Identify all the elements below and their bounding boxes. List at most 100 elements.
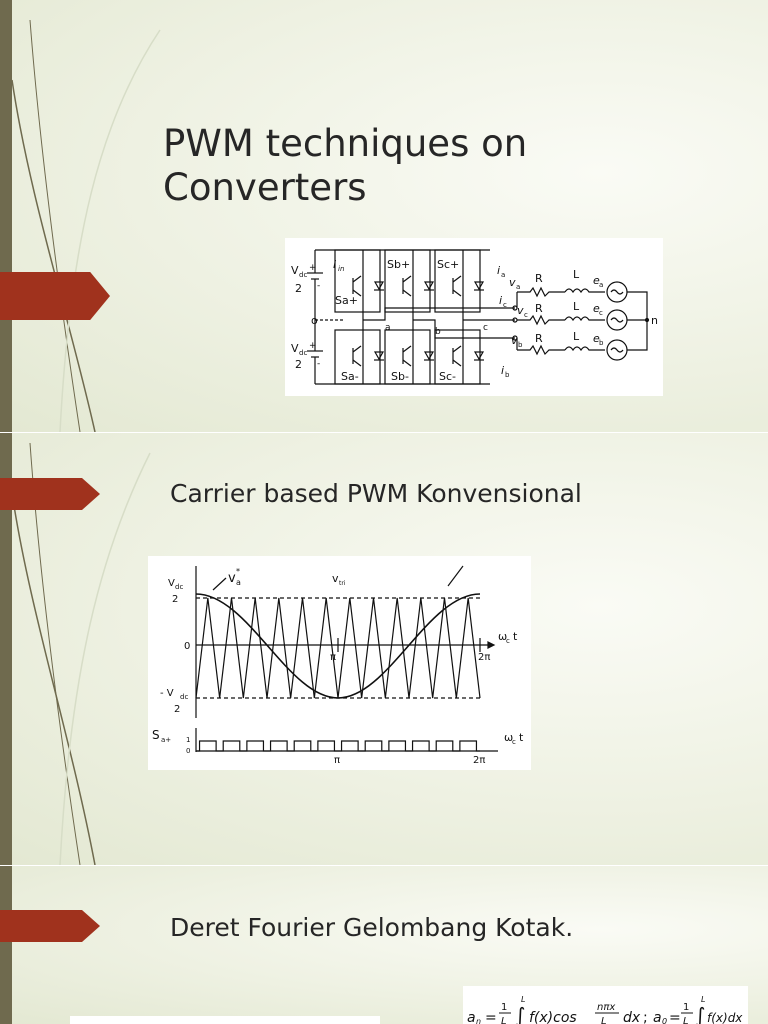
slide-title: Carrier based PWM Konvensional <box>170 479 582 508</box>
formula-l-2: L <box>683 1016 689 1024</box>
formula-one-2: 1 <box>683 1002 689 1013</box>
input-current-label: i <box>333 258 336 271</box>
phase-current-a-sub: a <box>501 271 505 279</box>
inductor-label-c: L <box>573 300 580 313</box>
switch-label-sb-plus: Sb+ <box>387 258 410 271</box>
phase-voltage-b-sub: b <box>518 341 523 349</box>
gate-level-zero: 0 <box>186 747 190 755</box>
formula-n-sub: n <box>476 1017 481 1024</box>
ytick-zero-label: 0 <box>184 641 190 652</box>
left-accent-bar <box>0 866 12 1024</box>
fourier-coefficient-formula: a n = 1 L ∫ L f(x)cos nπx L dx ; a 0 = 1… <box>463 986 748 1024</box>
slide-separator <box>0 865 768 866</box>
reference-signal-sub: a <box>236 578 241 587</box>
formula-one: 1 <box>501 1002 507 1013</box>
vdc-top-den: 2 <box>295 282 302 295</box>
formula-upper-limit: L <box>521 995 525 1004</box>
left-accent-bar <box>0 433 12 865</box>
emf-label-a: e <box>593 274 600 287</box>
phase-current-c: i <box>499 294 502 307</box>
formula-l: L <box>501 1016 507 1024</box>
input-current-sub: in <box>338 265 344 273</box>
ytick-top-label: V <box>168 578 175 589</box>
formula-a-n: a <box>467 1010 476 1024</box>
switch-label-sb-minus: Sb- <box>391 370 409 383</box>
ytick-bottom-label: - V <box>160 688 174 699</box>
ytick-top-den: 2 <box>172 594 178 605</box>
left-accent-bar <box>0 0 12 432</box>
reference-signal-label: v <box>228 571 236 586</box>
reference-signal-star: * <box>236 567 240 576</box>
vdc-bottom-label: V <box>291 342 299 355</box>
x-axis-label: ω <box>498 630 507 643</box>
formula-equals-2: = <box>669 1010 681 1024</box>
ytick-bottom-den: 2 <box>174 704 180 715</box>
x-axis-2-sub: c <box>512 738 516 746</box>
slide-separator <box>0 432 768 433</box>
formula-integral-2: ∫ <box>695 1003 705 1024</box>
minus-sign-lower: - <box>317 359 320 369</box>
emf-label-c: e <box>593 302 600 315</box>
switch-label-sc-minus: Sc- <box>439 370 456 383</box>
phase-current-a: i <box>497 264 500 277</box>
slide-title: PWM techniques on Converters <box>163 122 528 209</box>
section-arrow-marker <box>0 478 100 510</box>
ytick-top-sub: dc <box>175 583 183 591</box>
vdc-bottom-den: 2 <box>295 358 302 371</box>
carrier-pwm-waveform-figure: V dc 2 0 - V dc 2 v a * v tri ω c t π 2π… <box>148 556 531 770</box>
gate-level-one: 1 <box>186 736 190 744</box>
resistor-label-c: R <box>535 302 543 315</box>
formula-integrand-2: f(x)dx <box>707 1011 743 1024</box>
slide-1: PWM techniques on Converters <box>0 0 768 432</box>
emf-label-c-sub: c <box>599 309 603 317</box>
switch-label-sa-minus: Sa- <box>341 370 359 383</box>
carrier-signal-label: v <box>332 572 339 585</box>
partial-figure-box <box>70 1016 380 1024</box>
x-axis-t: t <box>513 630 518 643</box>
x-tick-2pi: 2π <box>478 652 490 663</box>
x-tick-pi: π <box>330 652 336 663</box>
x-axis-2-label: ω <box>504 731 513 744</box>
x-axis-2-t: t <box>519 731 524 744</box>
node-a-label: a <box>385 323 391 333</box>
section-arrow-marker <box>0 910 100 942</box>
ytick-bottom-sub: dc <box>180 693 188 701</box>
minus-sign: - <box>317 281 320 291</box>
phase-voltage-c: v <box>517 304 524 317</box>
neutral-label: n <box>651 314 658 327</box>
carrier-signal-sub: tri <box>339 580 346 587</box>
formula-a-0: a <box>653 1010 662 1024</box>
phase-voltage-c-sub: c <box>524 311 528 319</box>
phase-voltage-a-sub: a <box>516 283 520 291</box>
gate-signal-sub: a+ <box>161 736 171 744</box>
midpoint-label: o <box>311 314 318 327</box>
inductor-label-b: L <box>573 330 580 343</box>
plus-sign: + <box>309 263 317 273</box>
emf-label-a-sub: a <box>599 281 603 289</box>
slide-title: Deret Fourier Gelombang Kotak. <box>170 913 574 942</box>
gate-signal-label: S <box>152 728 160 742</box>
node-c-label: c <box>483 323 488 333</box>
phase-current-b: i <box>501 364 504 377</box>
phase-voltage-a: v <box>509 276 516 289</box>
formula-fraction-den: L <box>601 1016 607 1024</box>
x-axis-sub: c <box>506 637 510 645</box>
emf-label-b: e <box>593 332 600 345</box>
node-b-label: b <box>435 327 441 337</box>
x-tick-2-pi: π <box>334 755 340 766</box>
emf-label-b-sub: b <box>599 339 604 347</box>
resistor-label-b: R <box>535 332 543 345</box>
formula-fraction-num: nπx <box>597 1002 615 1013</box>
formula-integral-1: ∫ <box>515 1003 525 1024</box>
formula-zero-sub: 0 <box>662 1017 667 1024</box>
phase-current-c-sub: c <box>503 301 507 309</box>
inductor-label-a: L <box>573 268 580 281</box>
section-arrow-marker <box>0 272 110 320</box>
phase-voltage-b: v <box>511 334 518 347</box>
switch-label-sc-plus: Sc+ <box>437 258 459 271</box>
switch-label-sa-plus: Sa+ <box>335 294 358 307</box>
formula-upper-limit-2: L <box>701 995 705 1004</box>
formula-equals: = <box>485 1010 497 1024</box>
resistor-label-a: R <box>535 272 543 285</box>
phase-current-b-sub: b <box>505 371 510 379</box>
